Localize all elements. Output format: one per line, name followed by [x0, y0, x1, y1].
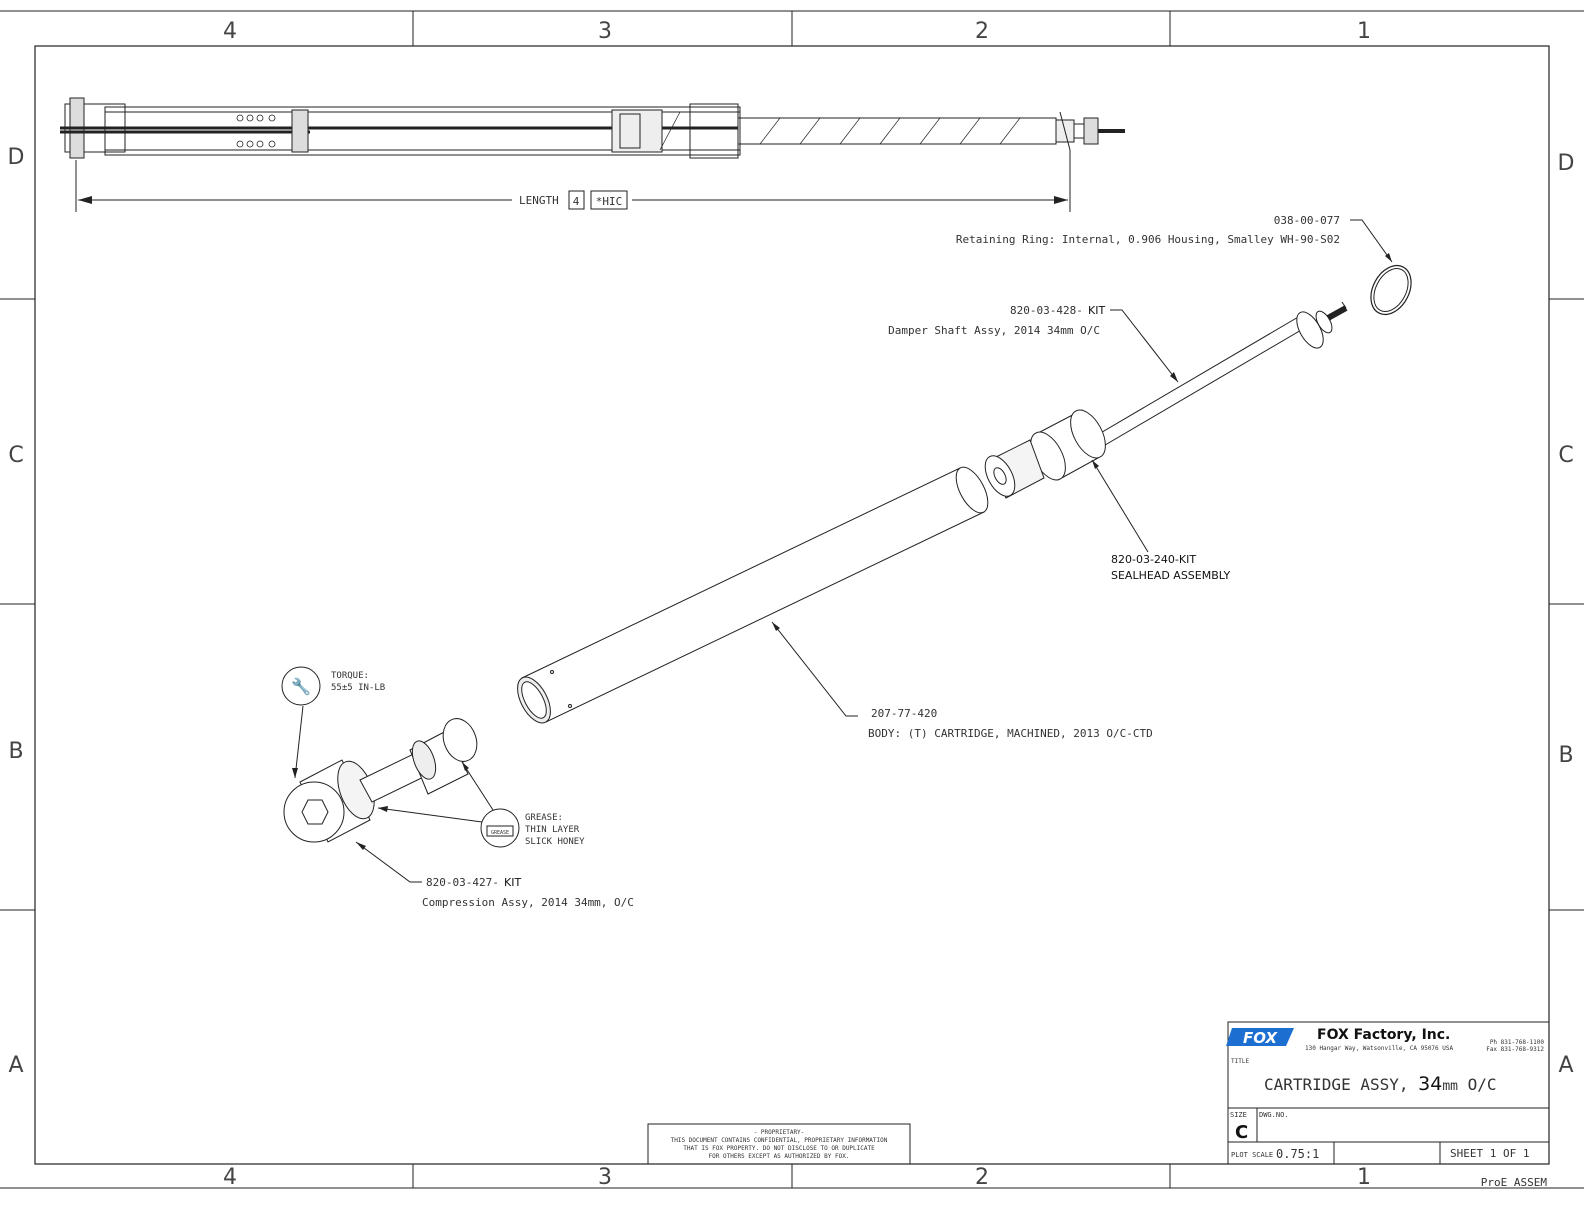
- zone-bottom-3: 3: [598, 1165, 612, 1190]
- zone-right-a: A: [1558, 1053, 1573, 1078]
- retaining-ring-part: [1370, 264, 1412, 316]
- zone-left-c: C: [8, 443, 23, 468]
- body-part-number: 207-77-420: [871, 707, 937, 720]
- cartridge-body-part: [517, 466, 989, 724]
- damper-shaft-part: [1091, 301, 1348, 449]
- compression-part-number: 820-03-427-: [426, 876, 499, 889]
- wrench-icon: 🔧: [291, 677, 311, 696]
- plot-scale-value: 0.75:1: [1276, 1147, 1319, 1161]
- torque-value: 55±5 IN-LB: [331, 683, 385, 693]
- fox-logo: [1226, 1028, 1294, 1046]
- zone-bottom-1: 1: [1357, 1165, 1371, 1190]
- zone-right-d: D: [1558, 151, 1575, 176]
- zone-left-d: D: [8, 145, 25, 170]
- compression-kit: KIT: [504, 876, 521, 889]
- sealhead-description: SEALHEAD ASSEMBLY: [1111, 569, 1230, 582]
- sealhead-part: [984, 409, 1106, 499]
- torque-symbol: 🔧: [281, 666, 321, 706]
- grease-badge: GREASE: [491, 830, 509, 836]
- torque-label: TORQUE:: [331, 671, 369, 681]
- grease-line-2: THIN LAYER: [525, 825, 580, 835]
- sealhead-part-number: 820-03-240-KIT: [1111, 553, 1196, 566]
- body-description: BODY: (T) CARTRIDGE, MACHINED, 2013 O/C-…: [868, 727, 1153, 740]
- zone-right-c: C: [1558, 443, 1573, 468]
- company-address: 130 Hangar Way, Watsonville, CA 95076 US…: [1305, 1045, 1453, 1052]
- retaining-ring-part-number: 038-00-077: [1274, 214, 1340, 227]
- damper-shaft-part-number: 820-03-428-: [1010, 304, 1083, 317]
- zone-bottom-2: 2: [975, 1165, 989, 1190]
- zone-bottom-4: 4: [223, 1165, 237, 1190]
- drawing-title: CARTRIDGE ASSY, 34mm O/C: [1264, 1073, 1497, 1095]
- size-value: C: [1235, 1122, 1248, 1143]
- zone-top-2: 2: [975, 19, 989, 44]
- proprietary-line-2: THIS DOCUMENT CONTAINS CONFIDENTIAL, PRO…: [671, 1137, 888, 1144]
- plot-scale-label: PLOT SCALE: [1231, 1151, 1273, 1159]
- dimension-number: 4: [573, 195, 580, 208]
- proe-assem-label: ProE ASSEM: [1481, 1176, 1548, 1189]
- retaining-ring-description: Retaining Ring: Internal, 0.906 Housing,…: [956, 233, 1340, 246]
- zone-top-4: 4: [223, 19, 237, 44]
- zone-left-a: A: [8, 1053, 23, 1078]
- damper-shaft-kit: KIT: [1088, 304, 1105, 317]
- proprietary-notice: - PROPRIETARY- THIS DOCUMENT CONTAINS CO…: [647, 1123, 911, 1165]
- zone-right-b: B: [1558, 743, 1573, 768]
- grease-line-3: SLICK HONEY: [525, 837, 585, 847]
- zone-top-3: 3: [598, 19, 612, 44]
- compression-assy-part: [283, 718, 478, 843]
- company-phone: Ph 831-768-1100: [1490, 1039, 1545, 1046]
- leader-damper-shaft: [1110, 309, 1179, 383]
- dimension-note: *HIC: [596, 195, 623, 208]
- length-dimension: LENGTH 4 *HIC: [75, 150, 1071, 212]
- fox-logo-text: FOX: [1243, 1029, 1278, 1047]
- leader-grease-1: [377, 807, 483, 823]
- grease-symbol: GREASE: [480, 808, 520, 848]
- leader-retaining-ring: [1350, 219, 1393, 263]
- leader-body: [771, 621, 858, 717]
- compression-description: Compression Assy, 2014 34mm, O/C: [422, 896, 634, 909]
- title-label: TITLE: [1231, 1058, 1249, 1065]
- leader-sealhead: [1091, 459, 1149, 553]
- sheet-number: SHEET 1 OF 1: [1450, 1147, 1529, 1160]
- damper-shaft-description: Damper Shaft Assy, 2014 34mm O/C: [888, 324, 1100, 337]
- title-block: FOX FOX Factory, Inc. 130 Hangar Way, Wa…: [1226, 1021, 1550, 1189]
- size-label: SIZE: [1230, 1111, 1247, 1119]
- section-view-cartridge: [60, 97, 1125, 159]
- grease-label: GREASE:: [525, 813, 563, 823]
- dimension-label: LENGTH: [519, 194, 559, 207]
- company-fax: Fax 831-768-9312: [1486, 1046, 1544, 1053]
- proprietary-line-3: THAT IS FOX PROPERTY. DO NOT DISCLOSE TO…: [683, 1145, 875, 1152]
- leader-grease-2: [461, 761, 494, 811]
- proprietary-line-1: - PROPRIETARY-: [754, 1129, 805, 1136]
- leader-compression: [355, 841, 422, 883]
- company-name: FOX Factory, Inc.: [1317, 1027, 1450, 1043]
- leader-torque: [294, 705, 304, 779]
- zone-left-b: B: [8, 739, 23, 764]
- zone-top-1: 1: [1357, 19, 1371, 44]
- proprietary-line-4: FOR OTHERS EXCEPT AS AUTHORIZED BY FOX.: [709, 1153, 850, 1160]
- dwg-no-label: DWG.NO.: [1259, 1111, 1289, 1119]
